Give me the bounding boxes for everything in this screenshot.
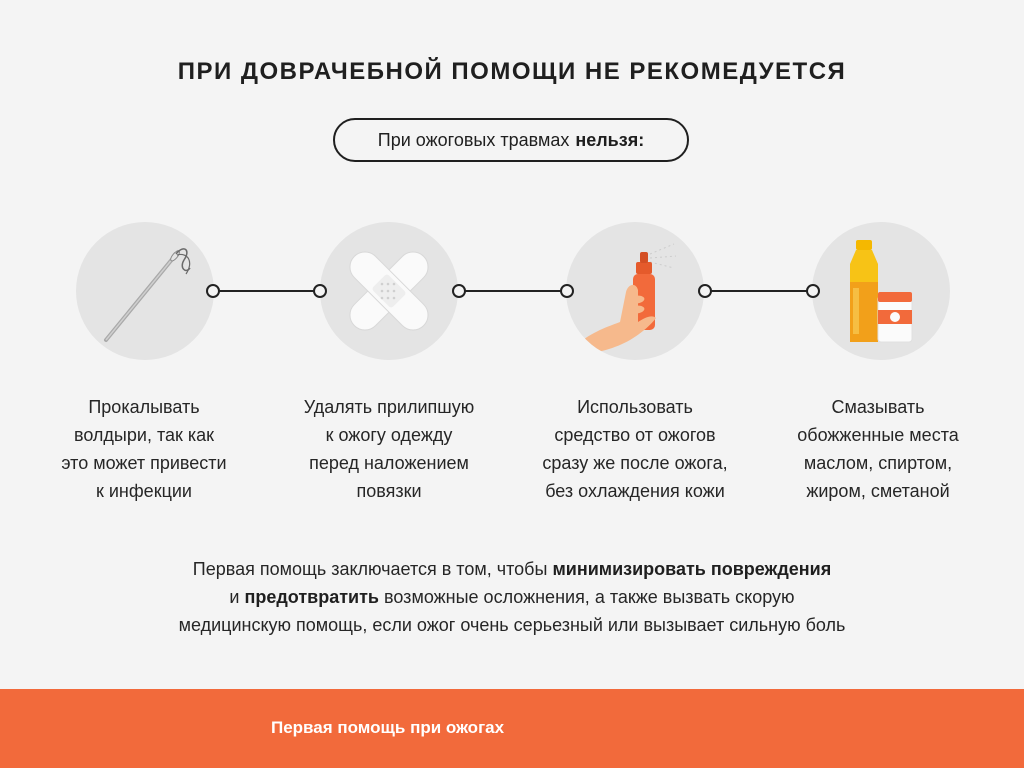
caption-oil: Смазывать обожженные места маслом, спирт…: [768, 393, 988, 505]
summary-text-part: возможные осложнения, а также вызвать ск…: [384, 587, 795, 607]
caption-line: Прокалывать: [88, 397, 200, 417]
bandage-icon: [320, 222, 458, 360]
subtitle-pill: При ожоговых травмах нельзя:: [333, 118, 689, 162]
footer-title: Первая помощь при ожогах: [271, 718, 505, 737]
caption-line: сразу же после ожога,: [542, 453, 728, 473]
caption-line: к ожогу одежду: [325, 425, 453, 445]
subtitle-prefix: При ожоговых травмах: [377, 129, 570, 150]
connector-dot: [313, 284, 327, 298]
summary-bold-part: предотвратить: [244, 587, 380, 607]
caption-line: перед наложением: [309, 453, 469, 473]
connector-line-2: [462, 290, 564, 292]
connector-dot: [560, 284, 574, 298]
caption-line: Смазывать: [831, 397, 925, 417]
connector-dot: [806, 284, 820, 298]
page-title: ПРИ ДОВРАЧЕБНОЙ ПОМОЩИ НЕ РЕКОМЕДУЕТСЯ: [177, 58, 847, 85]
caption-spray: Использовать средство от ожогов сразу же…: [525, 393, 745, 505]
summary-text: Первая помощь заключается в том, чтобы м…: [62, 555, 962, 639]
summary-text-part: Первая помощь заключается в том, чтобы: [192, 559, 548, 579]
connector-dot: [452, 284, 466, 298]
caption-line: средство от ожогов: [554, 425, 716, 445]
needle-icon: [76, 222, 214, 360]
caption-line: Использовать: [577, 397, 693, 417]
caption-line: повязки: [356, 481, 422, 501]
caption-line: Удалять прилипшую: [303, 397, 475, 417]
caption-line: волдыри, так как: [73, 425, 215, 445]
connector-line-1: [218, 290, 318, 292]
subtitle-bold: нельзя:: [575, 129, 645, 150]
summary-bold-part: минимизировать повреждения: [552, 559, 832, 579]
caption-line: без охлаждения кожи: [545, 481, 725, 501]
spray-hand-icon: [566, 222, 704, 360]
connector-dot: [698, 284, 712, 298]
summary-line-1: Первая помощь заключается в том, чтобы м…: [62, 555, 962, 583]
summary-text-part: и: [229, 587, 240, 607]
caption-line: жиром, сметаной: [806, 481, 950, 501]
connector-dot: [206, 284, 220, 298]
summary-line-3: медицинскую помощь, если ожог очень серь…: [178, 615, 846, 635]
connector-line-3: [708, 290, 808, 292]
caption-line: обожженные места: [797, 425, 959, 445]
summary-line-2: и предотвратить возможные осложнения, а …: [62, 583, 962, 611]
caption-line: маслом, спиртом,: [803, 453, 953, 473]
caption-line: к инфекции: [96, 481, 192, 501]
caption-bandage: Удалять прилипшую к ожогу одежду перед н…: [279, 393, 499, 505]
footer-bar: Первая помощь при ожогах: [0, 689, 1024, 768]
caption-line: это может привести: [61, 453, 227, 473]
caption-needle: Прокалывать волдыри, так как это может п…: [34, 393, 254, 505]
oil-bottle-icon: [812, 222, 950, 360]
